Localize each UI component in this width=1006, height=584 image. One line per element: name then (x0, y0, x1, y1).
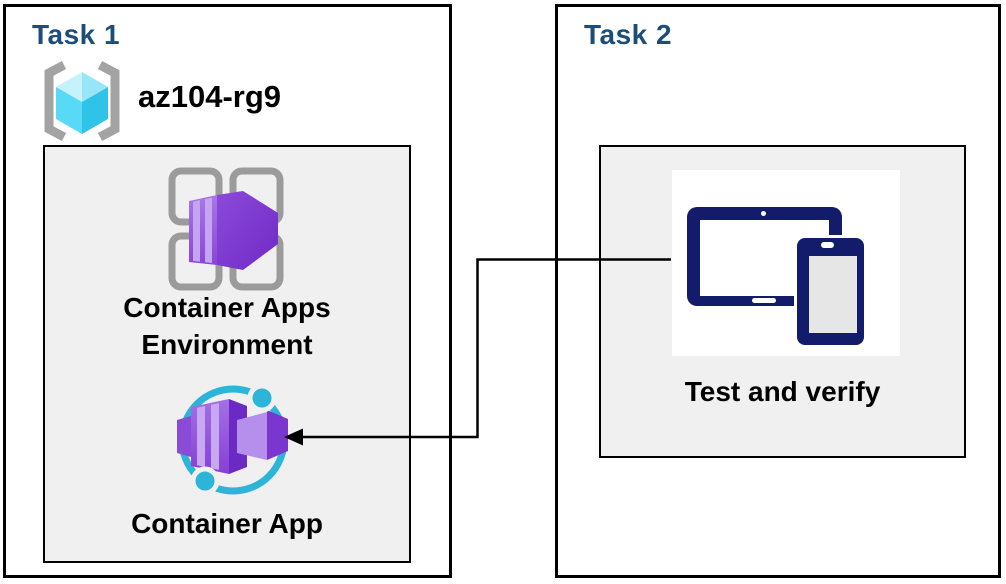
test-verify-box: Test and verify (599, 145, 966, 458)
resource-group-name: az104-rg9 (138, 79, 282, 114)
environment-label: Container Apps Environment (123, 292, 331, 360)
azure-resource-group-icon (44, 61, 120, 141)
phone-screen (809, 256, 857, 333)
container-app-label: Container App (131, 508, 323, 539)
tablet-home-button (752, 298, 776, 303)
devices-panel (672, 170, 900, 356)
test-verify-label: Test and verify (684, 376, 881, 407)
task2-box: Task 2 Test and verify (555, 4, 1001, 578)
task1-title: Task 1 (32, 19, 121, 50)
phone-speaker (821, 242, 834, 248)
phone-icon (797, 238, 864, 345)
container-apps-environment-icon (168, 167, 284, 291)
tablet-camera-dot (761, 211, 766, 216)
container-app-icon (177, 383, 288, 496)
task1-box: Task 1 az104-rg9 (3, 4, 452, 578)
container-apps-environment-box: Container Apps Environment Container (43, 145, 411, 563)
task2-title: Task 2 (584, 19, 673, 50)
